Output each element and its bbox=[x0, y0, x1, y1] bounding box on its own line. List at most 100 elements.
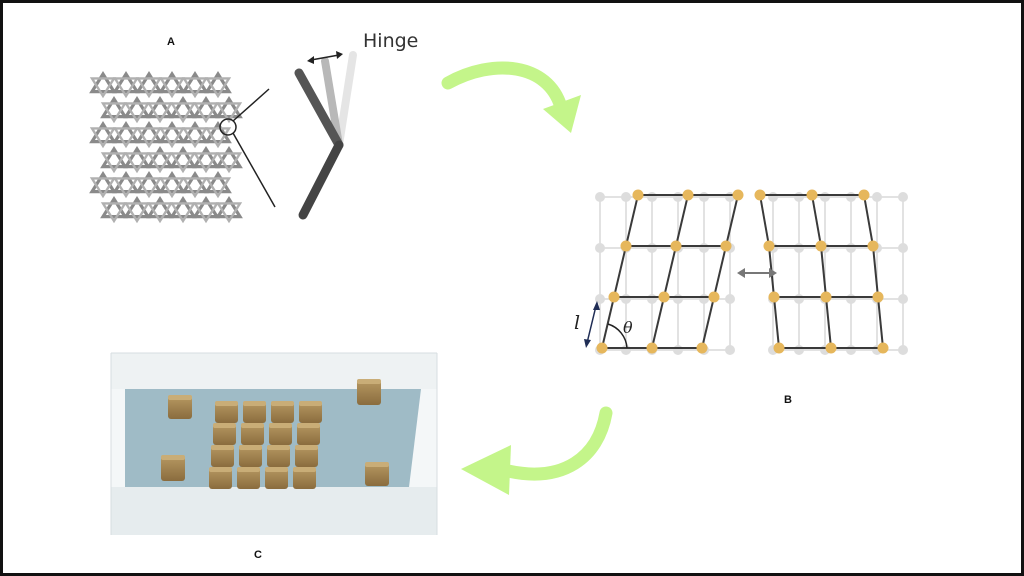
lattice-triangle bbox=[146, 145, 174, 169]
lattice-node bbox=[658, 291, 670, 303]
lattice-triangle bbox=[112, 127, 140, 149]
lattice-triangle bbox=[112, 177, 140, 199]
lattice-triangle bbox=[89, 127, 117, 149]
lattice-triangle bbox=[89, 177, 117, 199]
lattice-triangle bbox=[215, 202, 243, 224]
cube-block bbox=[267, 445, 290, 467]
ghost-node bbox=[898, 243, 908, 253]
hinge-label: Hinge bbox=[363, 30, 419, 52]
lattice-triangle bbox=[169, 195, 197, 219]
ghost-node bbox=[794, 294, 804, 304]
kagome-lattice bbox=[89, 70, 243, 224]
cube-block bbox=[237, 467, 260, 489]
cube-block bbox=[243, 401, 266, 423]
lattice-node bbox=[768, 291, 780, 303]
lattice-node bbox=[872, 291, 884, 303]
lattice-node bbox=[806, 189, 818, 201]
lattice-triangle bbox=[215, 195, 243, 219]
lattice-triangle bbox=[158, 127, 186, 149]
lattice-node bbox=[754, 189, 766, 201]
lattice-triangle bbox=[112, 70, 140, 94]
length-arrow bbox=[584, 301, 600, 348]
ghost-node bbox=[699, 243, 709, 253]
lattice-triangle bbox=[146, 195, 174, 219]
lattice-node bbox=[820, 291, 832, 303]
lattice-triangle bbox=[192, 95, 220, 119]
ghost-node bbox=[846, 192, 856, 202]
lattice-triangle bbox=[112, 170, 140, 194]
ghost-node bbox=[898, 345, 908, 355]
lattice-triangle bbox=[204, 77, 232, 99]
lattice-triangle bbox=[169, 152, 197, 174]
cube-block bbox=[299, 401, 322, 423]
cube-block bbox=[295, 445, 318, 467]
ghost-node bbox=[725, 294, 735, 304]
lattice-triangle bbox=[100, 202, 128, 224]
ghost-node bbox=[846, 345, 856, 355]
length-symbol: l bbox=[574, 312, 580, 334]
lattice-triangle bbox=[192, 202, 220, 224]
curved-arrow-icon bbox=[441, 61, 581, 133]
cube-block bbox=[271, 401, 294, 423]
zoom-circle bbox=[219, 118, 237, 136]
lattice-triangle bbox=[146, 102, 174, 124]
cube-block bbox=[215, 401, 238, 423]
lattice-triangle bbox=[181, 170, 209, 194]
double-arrow-icon bbox=[737, 268, 777, 278]
lattice-triangle bbox=[158, 177, 186, 199]
cube-block bbox=[211, 445, 234, 467]
lattice-triangle bbox=[89, 70, 117, 94]
ghost-node bbox=[898, 294, 908, 304]
cube-block bbox=[239, 445, 262, 467]
lattice-triangle bbox=[169, 95, 197, 119]
lattice-triangle bbox=[215, 145, 243, 169]
lattice-node bbox=[682, 189, 694, 201]
lattice-triangle bbox=[146, 202, 174, 224]
lattice-triangle bbox=[215, 95, 243, 119]
lattice-node bbox=[732, 189, 744, 201]
diagram-canvas: l θ bbox=[89, 51, 908, 535]
lattice-triangle bbox=[135, 170, 163, 194]
lattice-triangle bbox=[158, 170, 186, 194]
lattice-triangle bbox=[135, 70, 163, 94]
curved-arrow-icon bbox=[461, 406, 613, 495]
ghost-node bbox=[621, 345, 631, 355]
cube-block bbox=[293, 467, 316, 489]
angle-symbol: θ bbox=[623, 318, 633, 337]
lattice-node bbox=[720, 240, 732, 252]
panel-label-c: C bbox=[254, 549, 262, 561]
lattice-triangle bbox=[181, 120, 209, 144]
physical-sample bbox=[110, 352, 438, 535]
panel-label-b: B bbox=[784, 394, 792, 406]
panel-label-a: A bbox=[167, 36, 175, 48]
lattice-node bbox=[608, 291, 620, 303]
lattice-triangle bbox=[100, 102, 128, 124]
ghost-node bbox=[595, 192, 605, 202]
lattice-triangle bbox=[181, 77, 209, 99]
cube-block bbox=[365, 462, 389, 486]
hinge-arrow-icon bbox=[307, 51, 343, 64]
lattice-triangle bbox=[112, 120, 140, 144]
ghost-node bbox=[647, 192, 657, 202]
lattice-node bbox=[670, 240, 682, 252]
ghost-node bbox=[647, 294, 657, 304]
lattice-triangle bbox=[123, 95, 151, 119]
hinge-diagram bbox=[294, 51, 357, 220]
lattice-triangle bbox=[123, 202, 151, 224]
ghost-node bbox=[595, 294, 605, 304]
lattice-triangle bbox=[192, 102, 220, 124]
cube-block bbox=[269, 423, 292, 445]
lattice-triangle bbox=[204, 177, 232, 199]
lattice-triangle bbox=[158, 77, 186, 99]
lattice-node bbox=[696, 342, 708, 354]
lattice-triangle bbox=[89, 120, 117, 144]
lattice-node bbox=[773, 342, 785, 354]
lattice-node bbox=[596, 342, 608, 354]
lattice-triangle bbox=[135, 120, 163, 144]
sheared-square-lattices bbox=[595, 189, 908, 355]
ghost-node bbox=[673, 294, 683, 304]
ghost-node bbox=[595, 243, 605, 253]
lattice-triangle bbox=[100, 152, 128, 174]
cube-block bbox=[209, 467, 232, 489]
